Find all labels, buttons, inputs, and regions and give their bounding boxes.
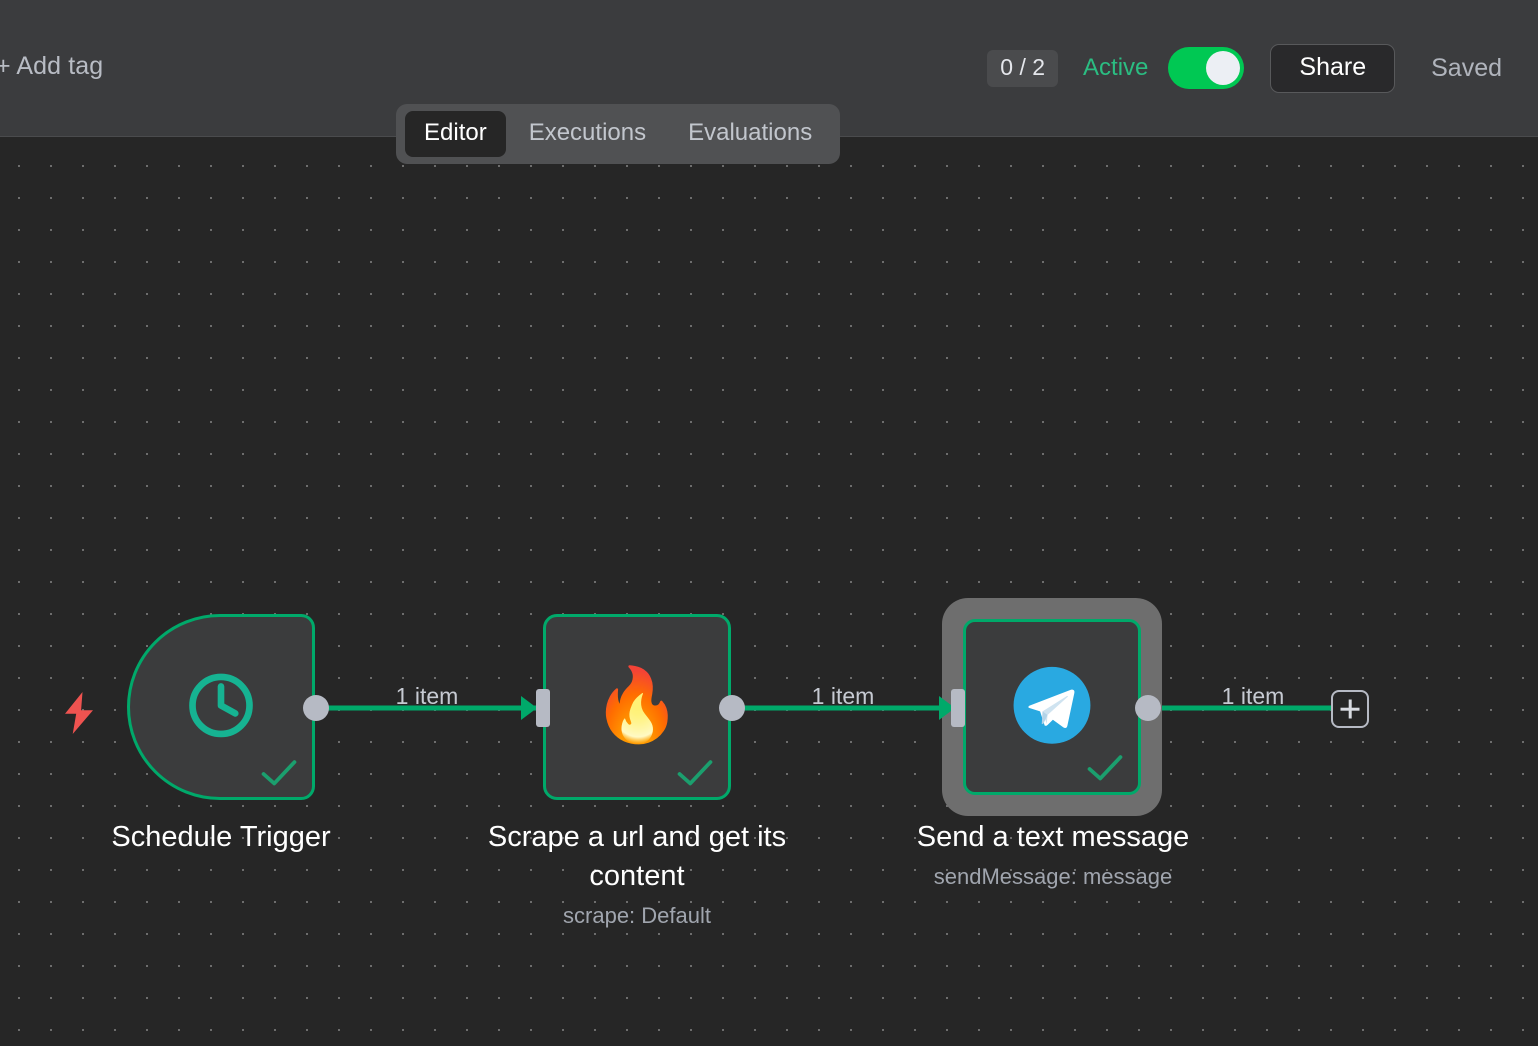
connection-label-1: 1 item <box>395 683 459 709</box>
workflow-canvas[interactable]: Schedule Trigger 1 item 🔥 Scrape a url a… <box>0 137 1538 1046</box>
header-actions: 0 / 2 Active Share Saved <box>987 40 1538 96</box>
tab-executions[interactable]: Executions <box>528 119 647 146</box>
active-status-label: Active <box>1083 54 1149 81</box>
telegram-icon <box>1011 664 1093 746</box>
output-port-scrape[interactable] <box>719 695 745 721</box>
connection-wires <box>315 705 1333 711</box>
output-port-schedule-trigger[interactable] <box>303 695 329 721</box>
lightning-bolt-icon <box>65 692 93 734</box>
success-check-icon <box>677 760 713 786</box>
success-check-icon <box>1087 755 1123 781</box>
success-check-icon <box>261 760 297 786</box>
node-title: Schedule Trigger <box>111 821 331 853</box>
connection-label-2: 1 item <box>811 683 875 709</box>
share-button[interactable]: Share <box>1270 43 1396 93</box>
caption-send-text-message: Send a text message sendMessage: message <box>813 818 1293 891</box>
input-port-scrape[interactable] <box>536 689 550 727</box>
firecrawl-flame-icon: 🔥 <box>592 665 682 746</box>
node-subtitle: sendMessage: message <box>933 864 1173 890</box>
clock-icon <box>183 667 259 743</box>
add-tag-button[interactable]: + Add tag <box>0 52 104 80</box>
node-title: Send a text message <box>916 821 1190 853</box>
tab-evaluations[interactable]: Evaluations <box>688 119 813 146</box>
node-title: Scrape a url and get its content <box>487 821 787 893</box>
execution-count-badge: 0 / 2 <box>987 49 1059 87</box>
saved-status-label: Saved <box>1431 53 1502 82</box>
node-schedule-trigger[interactable] <box>127 614 315 800</box>
tab-editor[interactable]: Editor <box>405 111 506 157</box>
active-toggle[interactable] <box>1168 47 1245 89</box>
connection-label-3: 1 item <box>1221 683 1285 709</box>
add-node-button[interactable] <box>1331 690 1369 728</box>
node-subtitle: scrape: Default <box>563 903 711 929</box>
caption-schedule-trigger: Schedule Trigger <box>11 818 431 857</box>
input-port-telegram[interactable] <box>951 689 965 727</box>
output-port-telegram[interactable] <box>1135 695 1161 721</box>
toggle-knob <box>1206 51 1241 85</box>
node-send-text-message[interactable] <box>963 619 1141 795</box>
node-scrape-url[interactable]: 🔥 <box>543 614 731 800</box>
workflow-tabs: Editor Executions Evaluations <box>396 104 841 164</box>
caption-scrape-url: Scrape a url and get its content scrape:… <box>407 818 867 930</box>
input-arrow-scrape <box>521 696 537 720</box>
